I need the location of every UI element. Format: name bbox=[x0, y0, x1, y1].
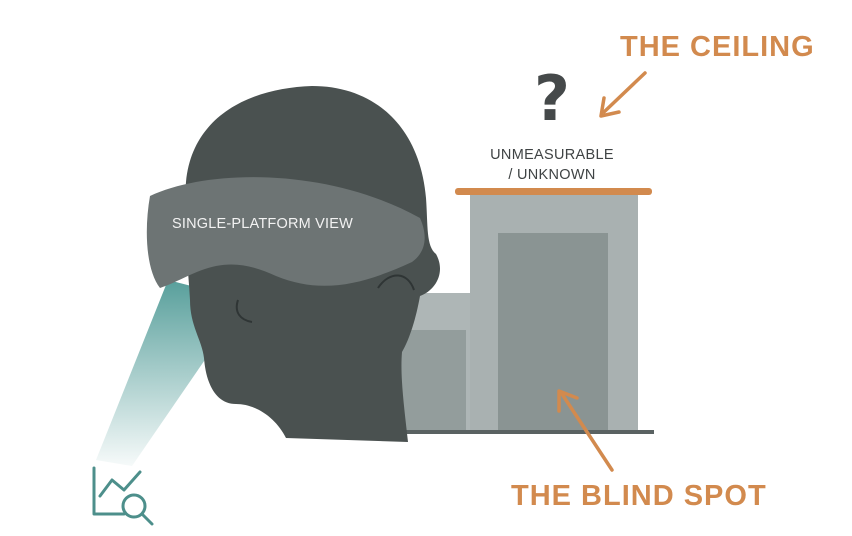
ceiling-label: THE CEILING bbox=[620, 31, 815, 63]
ceiling-bar bbox=[455, 188, 652, 195]
unmeasurable-line: UNMEASURABLE bbox=[490, 147, 614, 163]
building-low-block-shade bbox=[396, 330, 466, 431]
ground-line bbox=[388, 430, 654, 434]
question-mark: ? bbox=[534, 62, 570, 135]
unknown-line: / UNKNOWN bbox=[508, 167, 596, 183]
unmeasurable-label: UNMEASURABLE / UNKNOWN bbox=[476, 145, 628, 185]
building-tall-block-inner bbox=[498, 233, 608, 431]
blind-spot-label: THE BLIND SPOT bbox=[511, 480, 767, 512]
eye-mask bbox=[146, 177, 425, 288]
analytics-search-icon bbox=[92, 466, 154, 526]
face-jaw-line bbox=[377, 274, 415, 291]
blind-spot-arrow bbox=[557, 389, 614, 472]
ceiling-arrow bbox=[599, 71, 647, 118]
mask-label: SINGLE-PLATFORM VIEW bbox=[172, 216, 353, 232]
building-group bbox=[384, 188, 654, 434]
face-cheek-line bbox=[235, 299, 253, 323]
